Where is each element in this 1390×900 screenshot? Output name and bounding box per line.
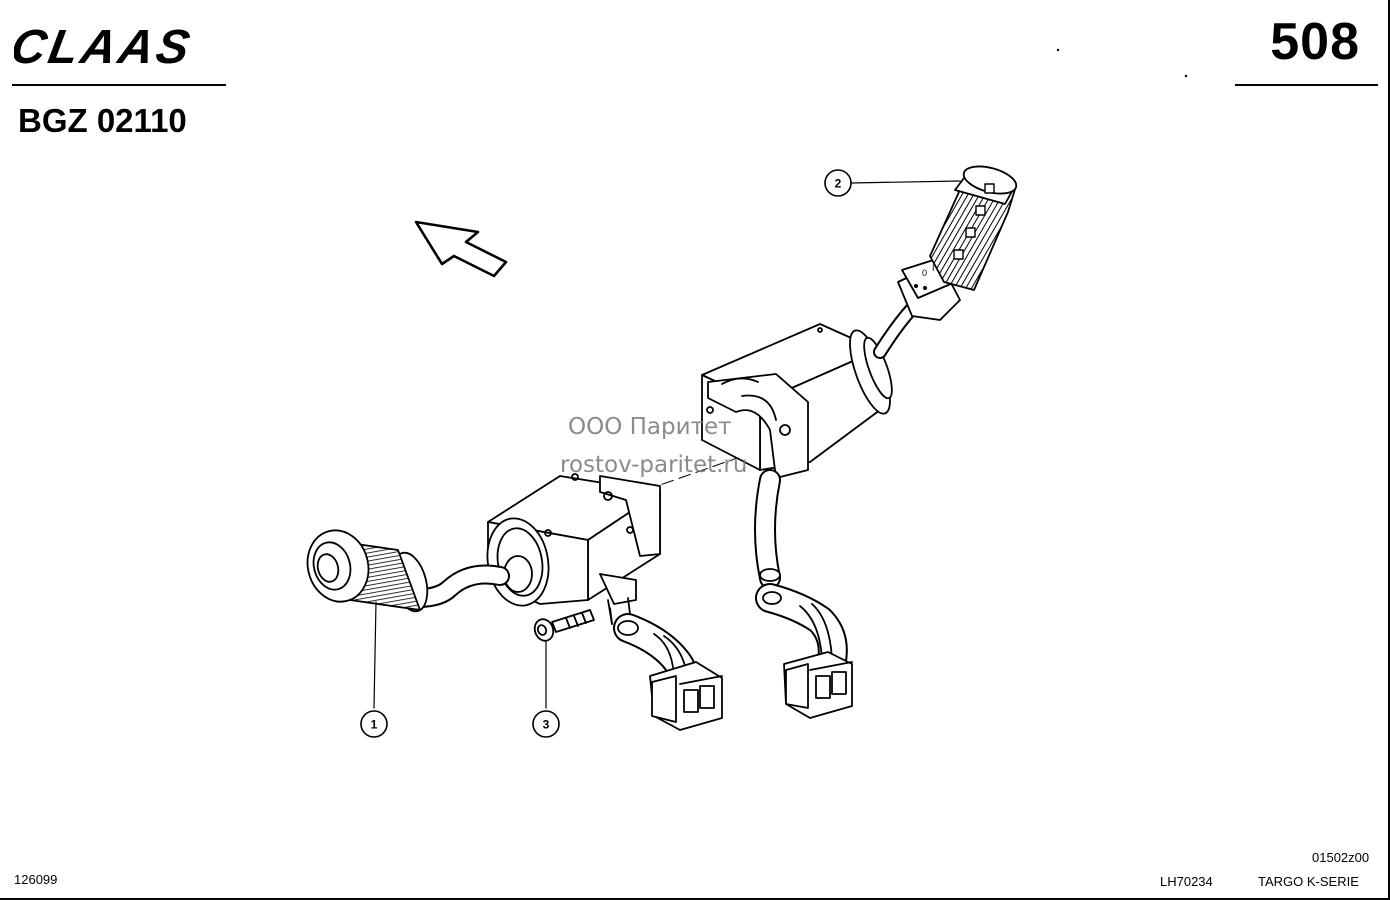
callout-2-number: 2 — [835, 177, 842, 191]
logo-underline — [12, 84, 226, 86]
claas-logo-text: CLAAS — [14, 22, 197, 72]
part-3-screw — [533, 609, 595, 642]
direction-arrow — [414, 220, 508, 278]
footer-doc-id: 126099 — [14, 872, 58, 887]
footer-revision: 01502z00 — [1312, 850, 1370, 865]
part-1-indicator-switch — [306, 473, 723, 731]
watermark-company: ООО Паритет — [568, 414, 732, 440]
part-2-wiper-switch: 0 I — [701, 165, 1018, 719]
svg-text:0: 0 — [922, 268, 927, 278]
footer-drawing-number: LH70234 — [1160, 874, 1213, 889]
watermark-website: rostov-paritet.ru — [560, 452, 748, 478]
claas-logo: CLAAS — [14, 22, 197, 72]
callout-2: 2 — [824, 169, 852, 197]
callout-3-number: 3 — [543, 718, 550, 732]
page-number-underline — [1235, 84, 1378, 86]
page-number: 508 — [1270, 13, 1360, 71]
svg-text:I: I — [932, 263, 935, 273]
callout-3: 3 — [532, 710, 560, 738]
footer-series: TARGO K-SERIE — [1258, 874, 1359, 889]
group-code: BGZ 02110 — [18, 102, 187, 139]
callout-1: 1 — [360, 710, 388, 738]
callout-1-number: 1 — [371, 718, 378, 732]
